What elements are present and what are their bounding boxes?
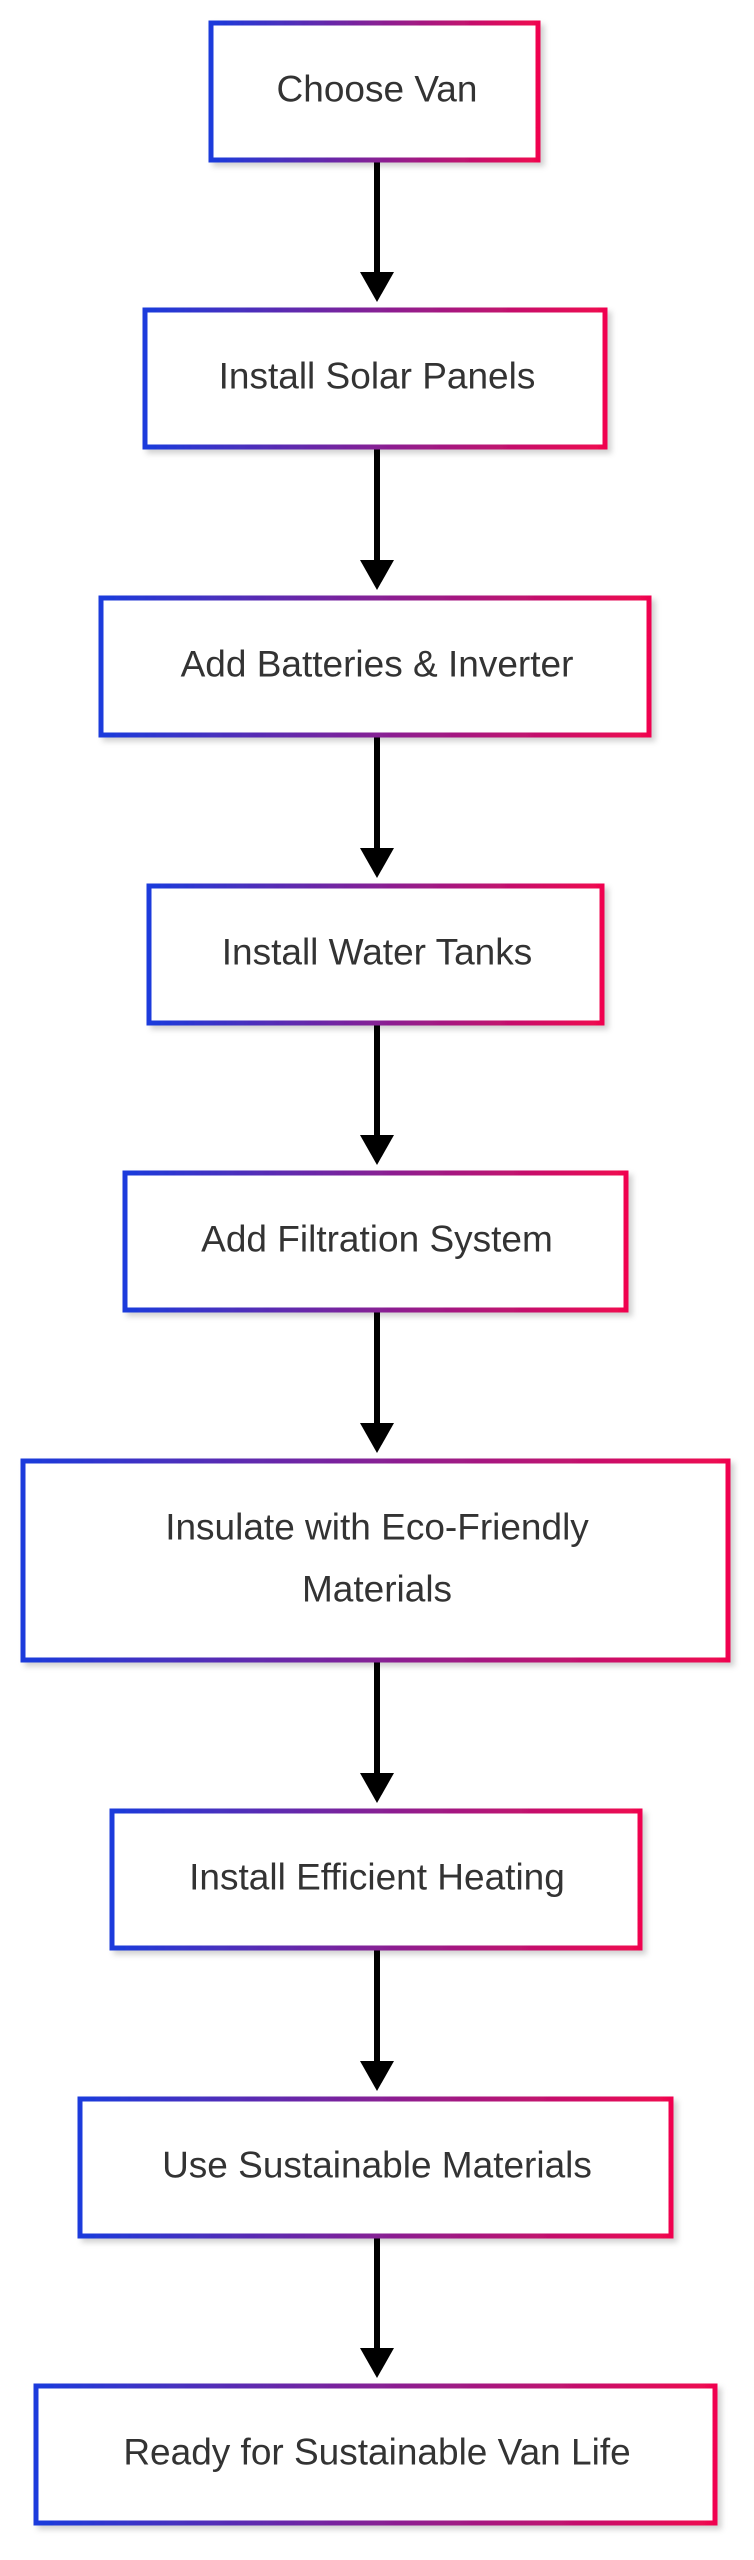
- flow-node-8: Use Sustainable Materials: [77, 2096, 674, 2239]
- flow-node-box: [33, 2383, 718, 2526]
- flow-node-label: Install Efficient Heating: [189, 1856, 565, 1897]
- flow-node-box: [122, 1170, 629, 1313]
- flow-node-label: Install Water Tanks: [222, 931, 533, 972]
- flow-node-label: Add Batteries & Inverter: [181, 643, 574, 684]
- arrow-head: [360, 560, 394, 590]
- flow-arrow-4: [360, 1025, 394, 1165]
- arrow-head: [360, 1423, 394, 1453]
- flow-node-2: Install Solar Panels: [142, 307, 608, 450]
- flow-node-9: Ready for Sustainable Van Life: [33, 2383, 718, 2526]
- flow-node-label: Install Solar Panels: [219, 355, 536, 396]
- flow-arrow-1: [360, 162, 394, 302]
- flow-arrow-3: [360, 737, 394, 878]
- flow-node-label: Ready for Sustainable Van Life: [123, 2431, 630, 2472]
- flow-node-label: Use Sustainable Materials: [162, 2144, 592, 2185]
- flow-node-label: Add Filtration System: [201, 1218, 553, 1259]
- flow-node-box: [109, 1808, 643, 1951]
- arrow-head: [360, 2061, 394, 2091]
- flow-node-box: [208, 20, 541, 163]
- arrow-head: [360, 1135, 394, 1165]
- flow-arrow-2: [360, 449, 394, 590]
- flow-arrow-7: [360, 1950, 394, 2091]
- arrow-head: [360, 272, 394, 302]
- flow-node-box: [146, 883, 605, 1026]
- edges-layer: [360, 162, 394, 2378]
- flow-node-label: Materials: [302, 1568, 452, 1609]
- flow-node-label: Insulate with Eco-Friendly: [165, 1506, 589, 1547]
- arrow-head: [360, 1773, 394, 1803]
- flow-node-box: [77, 2096, 674, 2239]
- flow-node-1: Choose Van: [208, 20, 541, 163]
- flow-arrow-5: [360, 1312, 394, 1453]
- flow-node-3: Add Batteries & Inverter: [98, 595, 652, 738]
- flow-node-7: Install Efficient Heating: [109, 1808, 643, 1951]
- arrow-head: [360, 848, 394, 878]
- flow-node-4: Install Water Tanks: [146, 883, 605, 1026]
- flow-node-box: [98, 595, 652, 738]
- flow-arrow-8: [360, 2238, 394, 2378]
- flow-arrow-6: [360, 1662, 394, 1803]
- arrow-head: [360, 2348, 394, 2378]
- flow-node-box: [142, 307, 608, 450]
- flow-node-5: Add Filtration System: [122, 1170, 629, 1313]
- flow-node-box: [20, 1458, 731, 1663]
- flow-node-label: Choose Van: [277, 68, 478, 109]
